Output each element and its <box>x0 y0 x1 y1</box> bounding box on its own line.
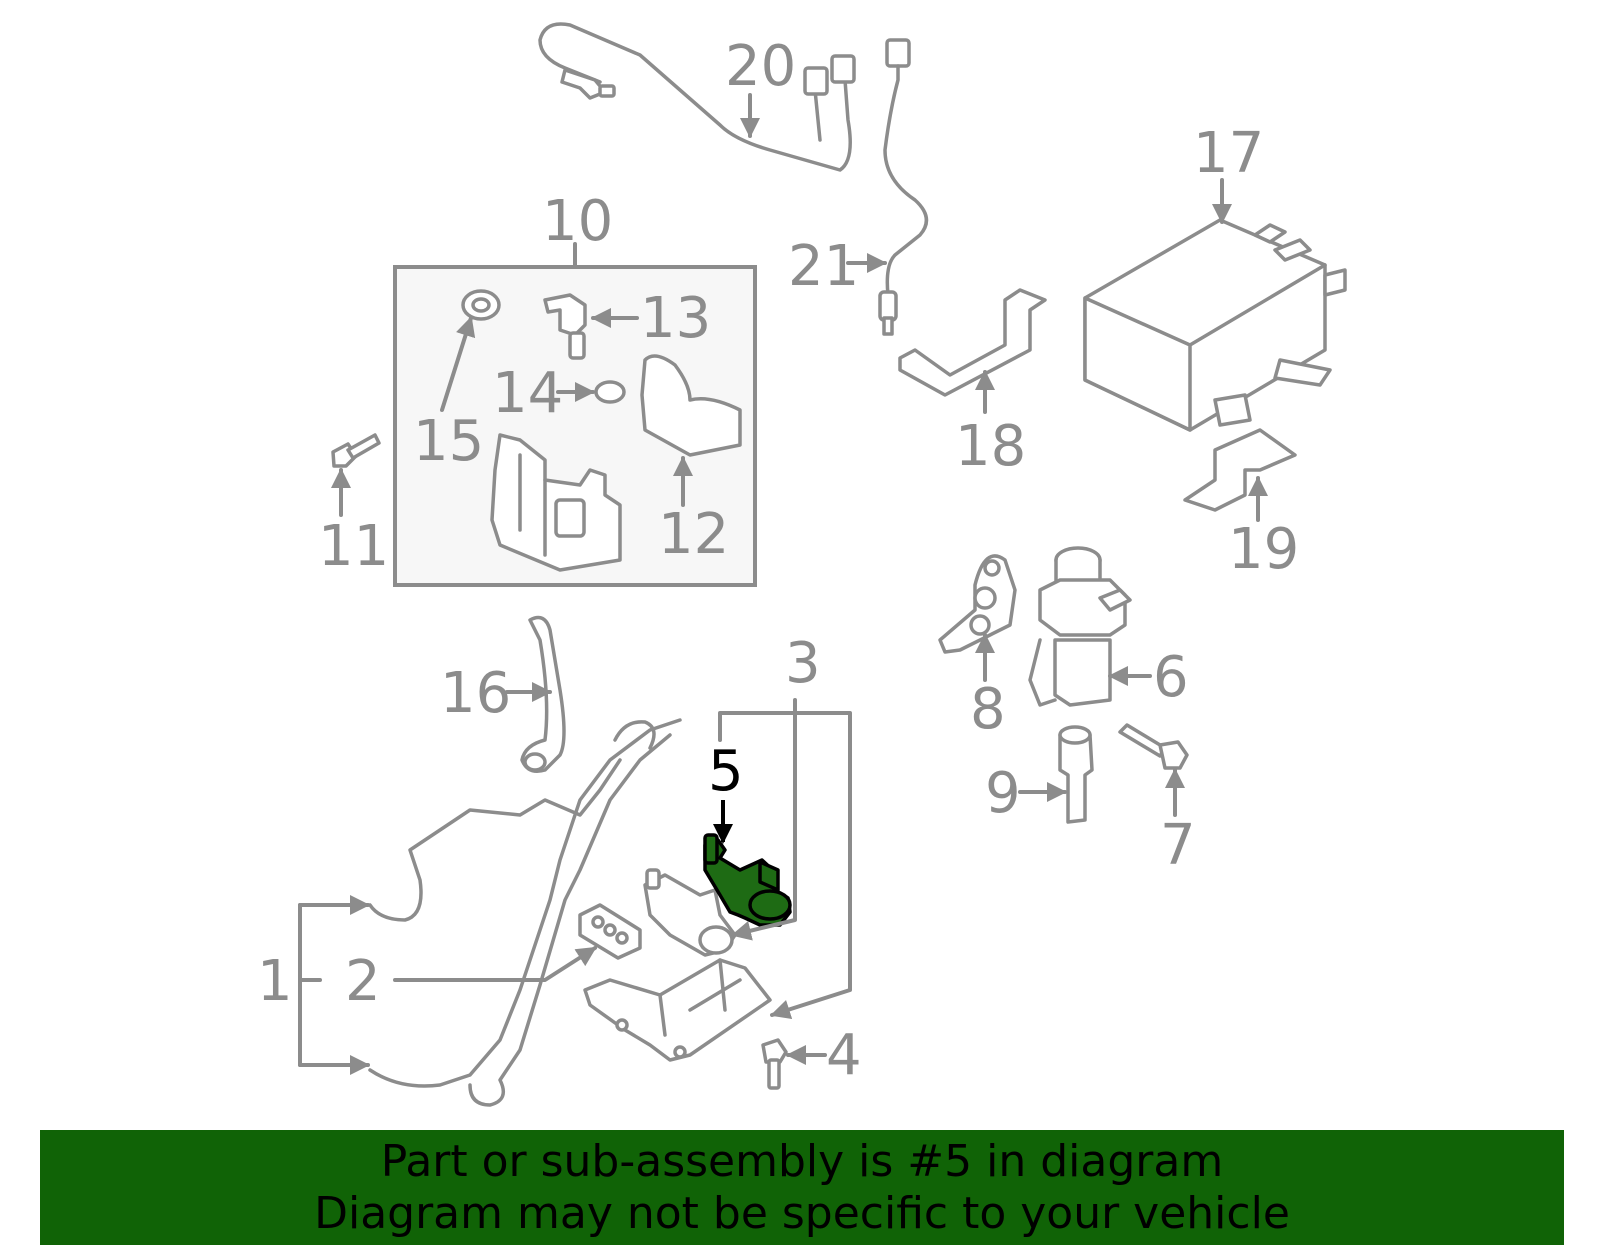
callout-5: 5 <box>708 739 744 804</box>
part-5-solenoid[interactable] <box>703 833 792 927</box>
banner-line-1: Part or sub-assembly is #5 in diagram <box>380 1135 1224 1187</box>
part-9-tube[interactable] <box>1058 725 1094 824</box>
part-13-fitting[interactable] <box>543 293 587 360</box>
callout-21: 21 <box>788 234 859 299</box>
part-19-bracket[interactable] <box>1183 428 1297 512</box>
callout-19: 19 <box>1228 517 1299 582</box>
part-21-sensor[interactable] <box>878 38 929 336</box>
part-14-o-ring[interactable] <box>594 380 626 404</box>
info-banner: Part or sub-assembly is #5 in diagram Di… <box>40 1130 1564 1245</box>
leader-lines <box>298 93 1268 1075</box>
callout-8: 8 <box>970 677 1006 742</box>
callout-11: 11 <box>318 514 389 579</box>
part-1-hoses[interactable] <box>368 718 682 1107</box>
callout-3: 3 <box>785 631 821 696</box>
callout-9: 9 <box>985 761 1021 826</box>
callout-2: 2 <box>345 949 381 1014</box>
callout-13: 13 <box>640 286 711 351</box>
part-20-harness[interactable] <box>538 22 856 172</box>
part-6-egr-valve[interactable] <box>1028 546 1132 707</box>
callout-12: 12 <box>658 502 729 567</box>
callout-18: 18 <box>955 414 1026 479</box>
callout-4: 4 <box>826 1023 862 1088</box>
callout-10: 10 <box>542 189 613 254</box>
part-8-gasket[interactable] <box>938 554 1017 654</box>
callout-17: 17 <box>1193 121 1264 186</box>
part-17-canister[interactable] <box>1083 218 1347 432</box>
part-4-bolt[interactable] <box>761 1038 788 1090</box>
callout-16: 16 <box>440 661 511 726</box>
solenoid-bracket[interactable] <box>583 958 772 1062</box>
part-7-bolt[interactable] <box>1118 723 1189 770</box>
banner-line-2: Diagram may not be specific to your vehi… <box>314 1187 1290 1239</box>
part-16-hose[interactable] <box>520 615 566 773</box>
callout-15: 15 <box>413 409 484 474</box>
housing-assembly[interactable] <box>490 433 622 572</box>
part-12-gasket[interactable] <box>640 354 742 457</box>
callout-14: 14 <box>492 361 563 426</box>
callout-7: 7 <box>1160 813 1196 878</box>
part-11-bolt[interactable] <box>331 433 381 468</box>
callout-1: 1 <box>257 949 293 1014</box>
part-18-bracket[interactable] <box>898 288 1047 397</box>
callout-6: 6 <box>1153 645 1189 710</box>
callout-20: 20 <box>725 34 796 99</box>
part-2-clip[interactable] <box>578 903 642 960</box>
part-15-gasket[interactable] <box>461 289 501 321</box>
callout-labels: 1 2 3 4 5 6 7 8 9 10 11 12 13 14 15 16 1… <box>257 34 1299 1088</box>
